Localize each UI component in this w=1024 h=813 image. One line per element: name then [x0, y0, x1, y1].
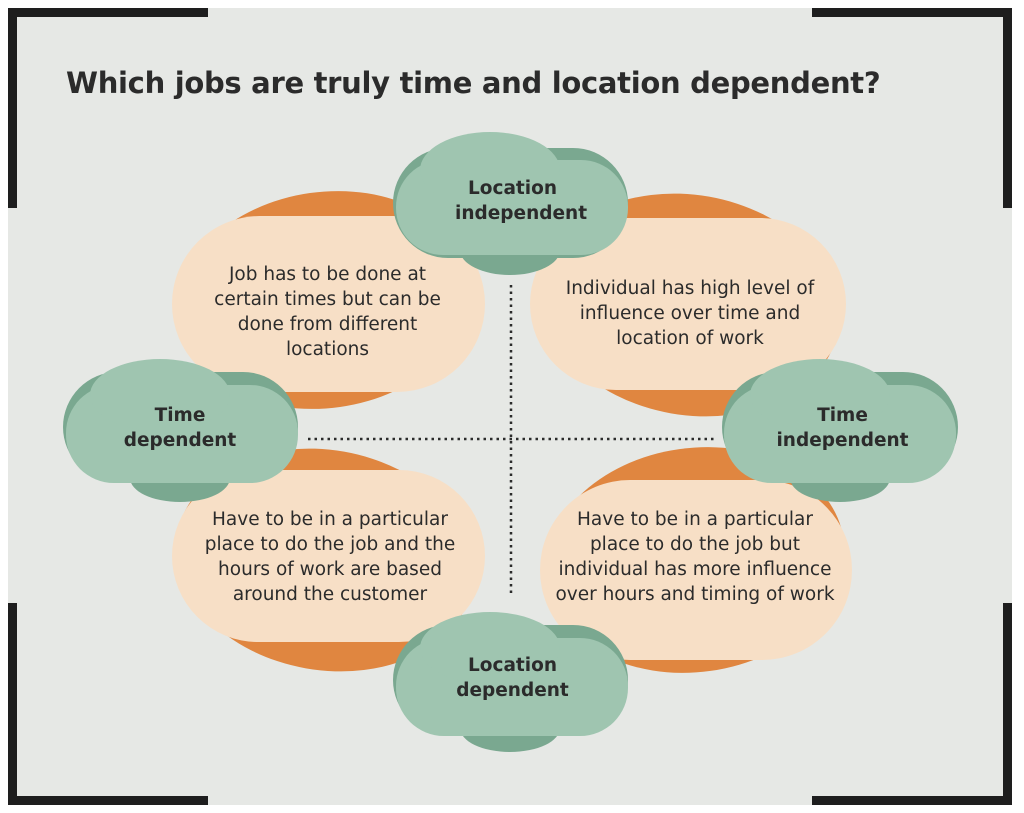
frame-corner: [812, 796, 1012, 805]
quadrant-top-right-text: Individual has high level of influence o…: [565, 278, 815, 349]
axis-blob-left: [63, 359, 298, 502]
axis-label-top: Location independent: [455, 178, 588, 224]
quadrant-blob: [540, 480, 852, 660]
axis-blob-top: [393, 132, 628, 275]
frame-corner: [8, 603, 17, 805]
axis-label-left: Time dependent: [123, 405, 237, 451]
quadrant-blob: [530, 218, 846, 390]
frame-corner: [1003, 603, 1012, 805]
frame-corner: [812, 8, 1012, 17]
quadrant-blob: [172, 470, 485, 642]
frame-corner: [8, 8, 17, 208]
axis-label-bottom: Location dependent: [456, 655, 569, 701]
page-title: Which jobs are truly time and location d…: [66, 66, 881, 100]
axis-label-right: Time independent: [776, 405, 909, 451]
frame-corner: [8, 796, 208, 805]
quadrant-top-left-text: Job has to be done at certain times but …: [214, 264, 441, 360]
quadrant-bottom-left-text: Have to be in a particular place to do t…: [204, 509, 456, 605]
frame-corner: [1003, 8, 1012, 208]
axis-blob-right: [722, 359, 958, 502]
quadrant-bottom-right-text: Have to be in a particular place to do t…: [555, 509, 835, 605]
quadrant-blob: [172, 216, 485, 392]
axis-blob-bottom: [393, 612, 628, 752]
frame-corner: [8, 8, 208, 17]
